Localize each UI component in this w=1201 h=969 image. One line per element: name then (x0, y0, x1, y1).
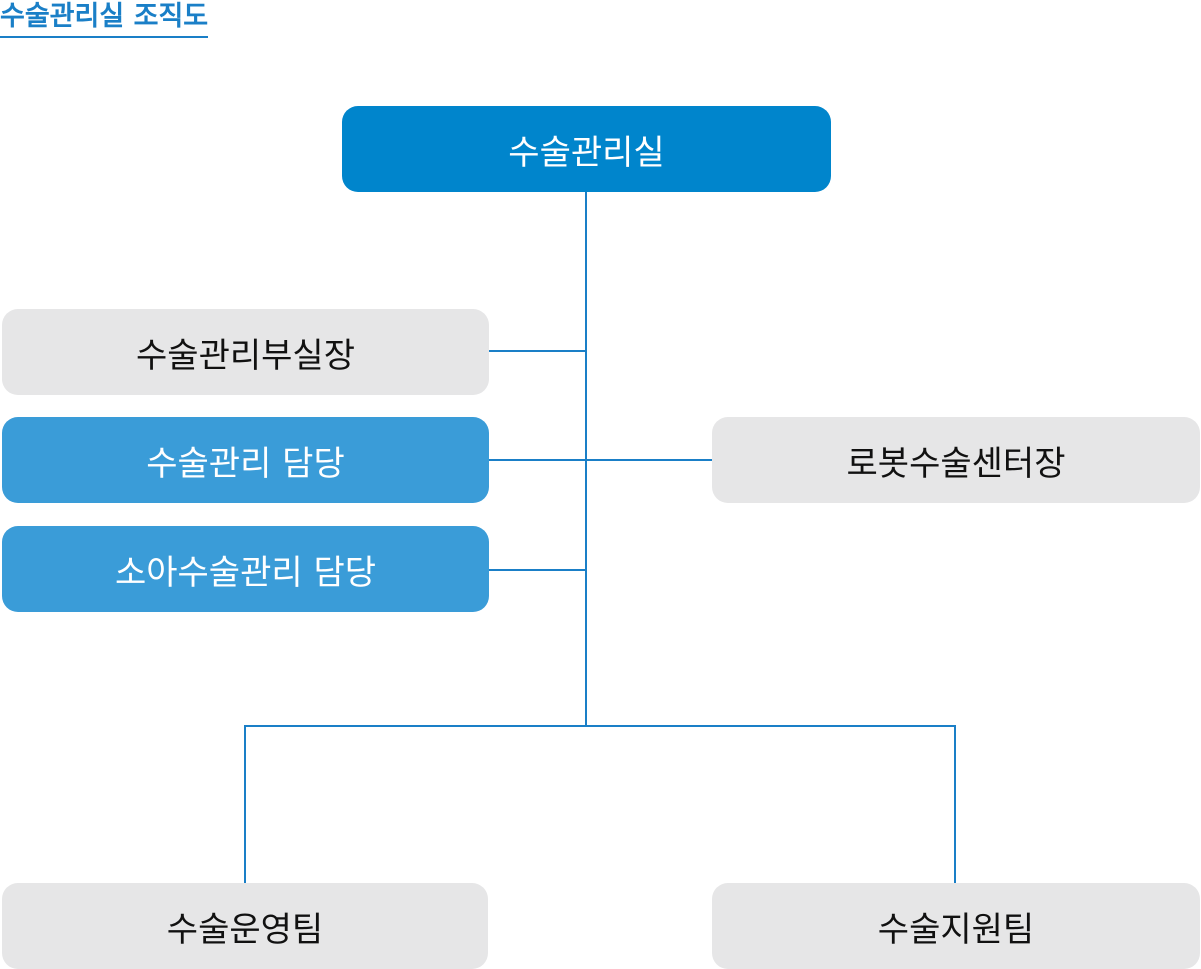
page-title: 수술관리실 조직도 (0, 0, 209, 38)
node-robot-center: 로봇수술센터장 (712, 417, 1200, 503)
node-manager-surgery: 수술관리 담당 (2, 417, 489, 503)
node-operations-team: 수술운영팀 (2, 883, 488, 969)
node-manager-pediatric: 소아수술관리 담당 (2, 526, 489, 612)
node-root: 수술관리실 (342, 106, 831, 192)
node-support-team: 수술지원팀 (712, 883, 1200, 969)
node-vice-director: 수술관리부실장 (2, 309, 489, 395)
